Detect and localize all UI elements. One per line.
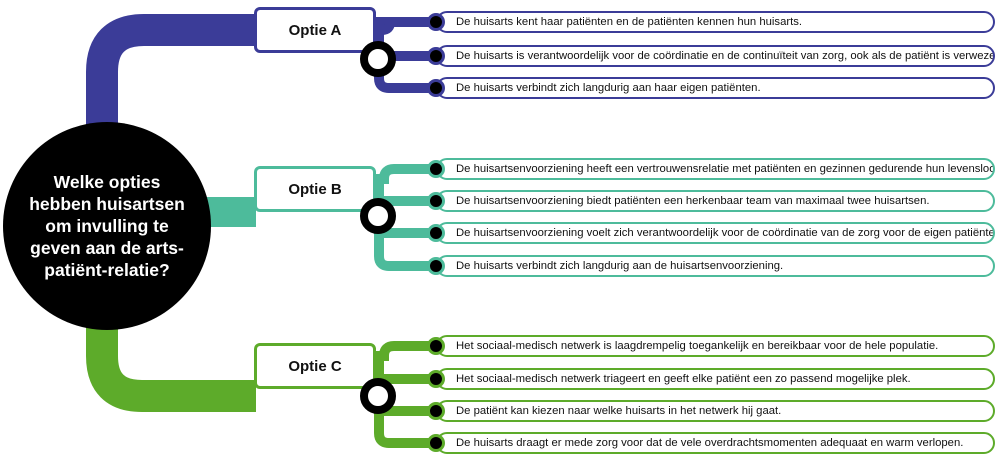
bullet-dot — [427, 79, 445, 97]
bullet-dot — [427, 370, 445, 388]
junction-ring-a — [360, 41, 396, 77]
junction-ring-b — [360, 198, 396, 234]
bullet-dot — [427, 224, 445, 242]
bullet-dot — [427, 337, 445, 355]
central-question: Welke opties hebben huisartsen om invull… — [3, 122, 211, 330]
bullet-dot — [427, 47, 445, 65]
option-a-item-1: De huisarts kent haar patiënten en de pa… — [436, 11, 995, 33]
bullet-dot — [427, 434, 445, 452]
branch-c — [374, 352, 436, 448]
bullet-dot — [427, 13, 445, 31]
option-a-item-3: De huisarts verbindt zich langdurig aan … — [436, 77, 995, 99]
bullet-dot — [427, 257, 445, 275]
option-b-item-4: De huisarts verbindt zich langdurig aan … — [436, 255, 995, 277]
central-question-text: Welke opties hebben huisartsen om invull… — [29, 172, 185, 280]
option-c-item-3: De patiënt kan kiezen naar welke huisart… — [436, 400, 995, 422]
option-c-item-2: Het sociaal-medisch netwerk triageert en… — [436, 368, 995, 390]
option-b-item-3: De huisartsenvoorziening voelt zich vera… — [436, 222, 995, 244]
branch-b — [374, 175, 436, 271]
branch-a — [374, 21, 395, 35]
bullet-dot — [427, 192, 445, 210]
option-a-label: Optie A — [288, 21, 342, 39]
junction-ring-c — [360, 378, 396, 414]
bullet-dot — [427, 160, 445, 178]
branch-a — [374, 30, 436, 93]
option-b-item-1: De huisartsenvoorziening heeft een vertr… — [436, 158, 995, 180]
option-b-label: Optie B — [288, 180, 342, 198]
trunk-a — [86, 14, 256, 130]
option-b-item-2: De huisartsenvoorziening biedt patiënten… — [436, 190, 995, 212]
bullet-dot — [427, 402, 445, 420]
option-a-item-2: De huisarts is verantwoordelijk voor de … — [436, 45, 995, 67]
option-a-box: Optie A — [254, 7, 376, 53]
option-b-box: Optie B — [254, 166, 376, 212]
option-c-item-4: De huisarts draagt er mede zorg voor dat… — [436, 432, 995, 454]
option-c-label: Optie C — [288, 357, 342, 375]
option-c-item-1: Het sociaal-medisch netwerk is laagdremp… — [436, 335, 995, 357]
option-c-box: Optie C — [254, 343, 376, 389]
trunk-c — [86, 325, 256, 412]
